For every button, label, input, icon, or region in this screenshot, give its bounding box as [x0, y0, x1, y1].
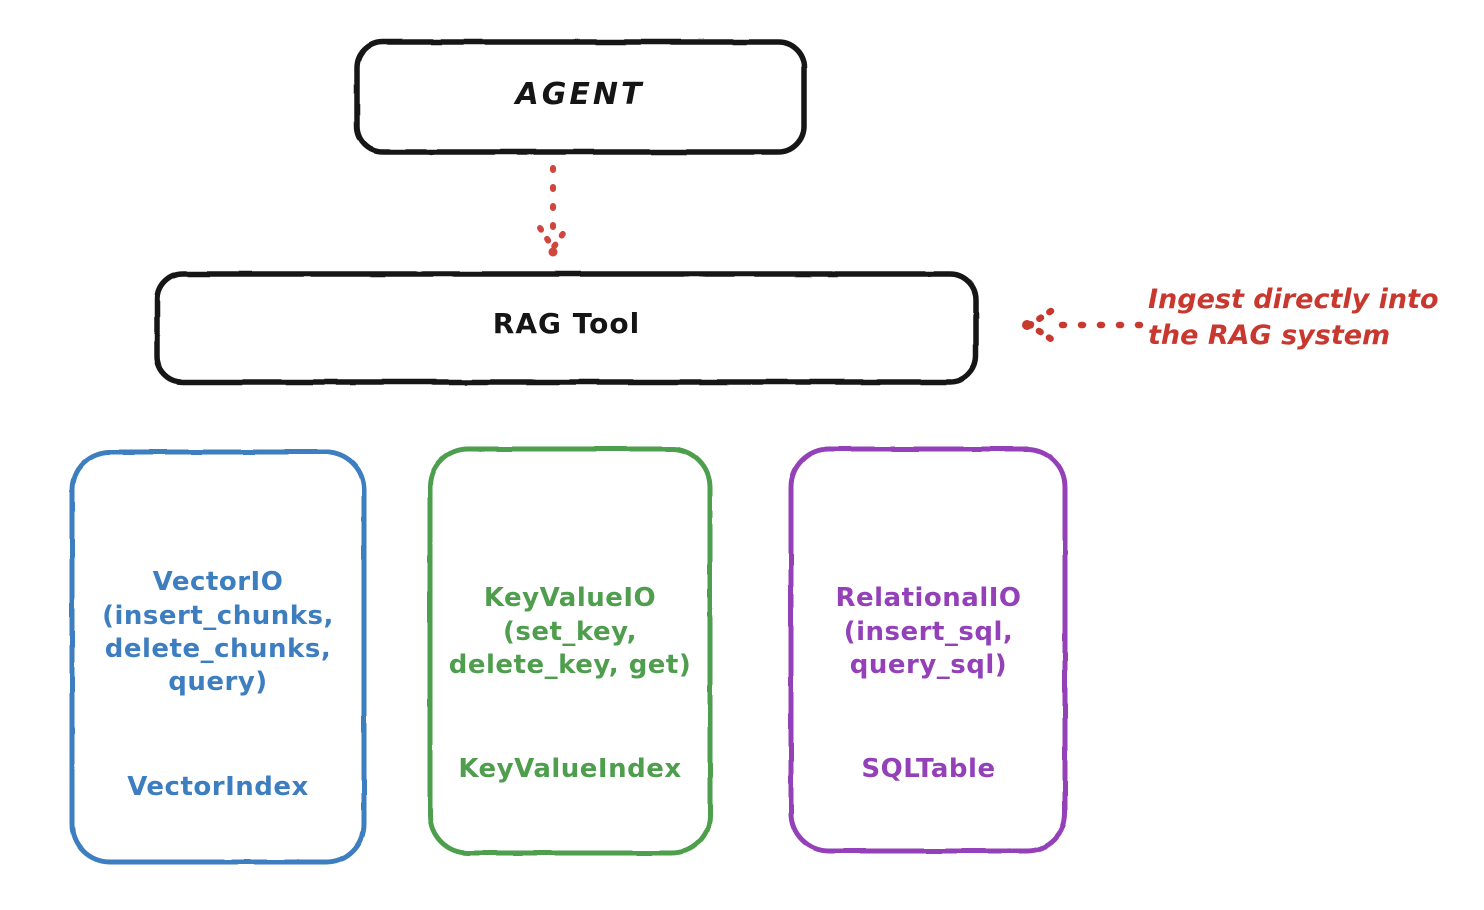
- ingest-annotation-text: Ingest directly into the RAG system: [1148, 284, 1439, 351]
- sql-table-label: SQLTable: [861, 754, 996, 785]
- rag-tool-label: RAG Tool: [492, 307, 641, 340]
- ingest-annotation-arrow: [1022, 307, 1144, 343]
- relational-io-label: RelationalIO (insert_sql, query_sql) SQL…: [790, 549, 1067, 820]
- vector-io-label: VectorIO (insert_chunks, delete_chunks, …: [70, 533, 366, 837]
- key-value-io-signature: KeyValueIO (set_key, delete_key, get): [448, 583, 692, 680]
- vector-index-label: VectorIndex: [127, 771, 309, 802]
- vector-io-signature: VectorIO (insert_chunks, delete_chunks, …: [102, 567, 334, 698]
- relational-io-signature: RelationalIO (insert_sql, query_sql): [835, 583, 1022, 680]
- agent-to-rag-arrow: [537, 165, 570, 257]
- key-value-io-label: KeyValueIO (set_key, delete_key, get) Ke…: [428, 549, 712, 820]
- key-value-index-label: KeyValueIndex: [458, 754, 682, 785]
- agent-label: AGENT: [515, 77, 645, 112]
